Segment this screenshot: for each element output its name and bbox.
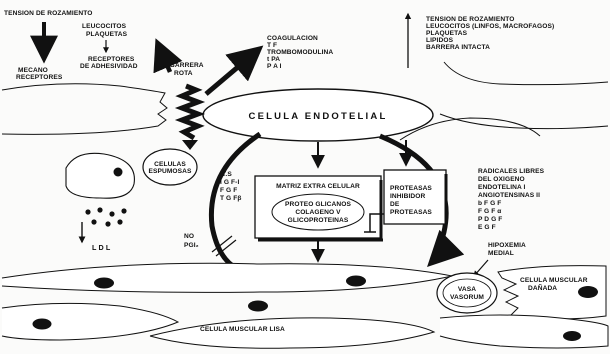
muscle-cell-damaged-nucleus	[578, 286, 598, 298]
radicales-item: P D G F	[478, 216, 502, 223]
ldl-particle	[97, 207, 102, 212]
coag-item: T F	[267, 42, 277, 49]
receptores-label: RECEPTORES	[88, 56, 135, 63]
muscle-cell-nucleus	[94, 278, 114, 289]
growth-item: T G Fβ	[220, 195, 241, 202]
muscle-cell-lisa	[150, 318, 434, 348]
leucocitos-label: LEUCOCITOS	[82, 23, 127, 30]
proteasas-line: DE	[390, 201, 400, 208]
adhesividad-label: DE ADHESIVIDAD	[80, 63, 138, 70]
ldl-cell-nucleus	[114, 168, 123, 177]
growth-factor-list: T.S I G F-I F G F T G Fβ	[220, 171, 241, 202]
mecano-label: MECANO	[18, 67, 48, 74]
pgi2-label: PGI₂	[184, 242, 199, 249]
vasa-label: VASA	[458, 286, 476, 293]
medial-label: MEDIAL	[488, 250, 514, 257]
endothelium-upper-left-cell	[2, 84, 167, 135]
muscle-cell-nucleus	[563, 331, 581, 341]
vasorum-label: VASORUM	[450, 294, 484, 301]
radicales-item: F G F α	[478, 208, 501, 215]
lisa-label: CELULA MUSCULAR LISA	[200, 326, 285, 333]
radicales-item: b F G F	[478, 200, 501, 207]
muscle-cell-nucleus	[248, 301, 268, 312]
radicales-item: ANGIOTENSINAS II	[478, 192, 540, 199]
right-list-item: LEUCOCITOS (LINFOS, MACROFAGOS)	[426, 23, 554, 30]
muscle-cell-lower-right	[440, 315, 608, 348]
growth-item: T.S	[222, 171, 232, 178]
ldl-particle	[105, 221, 110, 226]
ldl-cell	[66, 153, 134, 198]
radicales-item: DEL OXIGENO	[478, 176, 525, 183]
ldl-particle	[109, 211, 114, 216]
proteasas-line: PROTEASAS	[390, 185, 432, 192]
growth-item: F G F	[220, 187, 237, 194]
danada-label-2: DAÑADA	[528, 283, 557, 292]
broken-barrier-arrowhead	[182, 140, 198, 150]
rota-label: ROTA	[174, 70, 193, 77]
coagulacion-arrow	[206, 50, 258, 94]
right-list-item: TENSION DE ROZAMIENTO	[426, 16, 514, 23]
ldl-particles	[85, 207, 126, 226]
radicales-item: RADICALES LIBRES	[478, 168, 545, 175]
matriz-content-1: PROTEO GLICANOS	[285, 201, 351, 208]
muscle-cell-lower-left	[2, 303, 178, 340]
right-list-item: PLAQUETAS	[426, 30, 468, 37]
radicales-item: ENDOTELINA I	[478, 184, 526, 191]
matriz-content-2: COLAGENO V	[295, 209, 341, 216]
ldl-particle	[121, 208, 126, 213]
danada-label-1: CELULA MUSCULAR	[520, 277, 588, 284]
espumosas-label: ESPUMOSAS	[148, 168, 192, 175]
proteasas-line: PROTEASAS	[390, 209, 432, 216]
proteasas-line: INHIBIDOR	[390, 193, 425, 200]
right-factor-list: TENSION DE ROZAMIENTO LEUCOCITOS (LINFOS…	[426, 16, 554, 51]
muscle-cell-nucleus	[346, 276, 366, 287]
muscle-cell-upper-long	[2, 263, 452, 292]
celulas-label: CELULAS	[154, 161, 186, 168]
radicales-item: E G F	[478, 224, 496, 231]
right-list-item: BARRERA INTACTA	[426, 44, 490, 51]
right-list-item: LIPIDOS	[426, 37, 454, 44]
barrera-label: BARRERA	[170, 62, 204, 69]
barrera-arrow	[158, 44, 170, 72]
plaquetas-label: PLAQUETAS	[86, 31, 128, 38]
matriz-title: MATRIZ EXTRA CELULAR	[276, 183, 360, 190]
coag-item: TROMBOMODULINA	[267, 49, 333, 56]
no-label: NO	[184, 233, 194, 240]
hipoxemia-label: HIPOXEMIA	[488, 242, 526, 249]
radicales-list: RADICALES LIBRES DEL OXIGENO ENDOTELINA …	[478, 168, 545, 231]
coag-item: t PA	[267, 56, 280, 63]
ldl-label: L D L	[92, 243, 111, 252]
tension-label-left: TENSION DE ROZAMIENTO	[4, 10, 92, 17]
ldl-particle	[117, 219, 122, 224]
matriz-content-3: GLICOPROTEINAS	[288, 217, 349, 224]
growth-item: I G F-I	[220, 179, 239, 186]
ldl-particle	[85, 209, 90, 214]
coag-item: P A I	[267, 63, 282, 70]
coagulacion-list: COAGULACION T F TROMBOMODULINA t PA P A …	[267, 35, 333, 70]
coag-item: COAGULACION	[267, 35, 318, 42]
muscle-cell-nucleus	[33, 319, 52, 330]
broken-barrier-zigzag	[182, 86, 198, 138]
ldl-particle	[91, 219, 96, 224]
mecano-receptores-label: RECEPTORES	[16, 74, 63, 81]
endothelial-cell-label: CELULA ENDOTELIAL	[249, 111, 388, 122]
